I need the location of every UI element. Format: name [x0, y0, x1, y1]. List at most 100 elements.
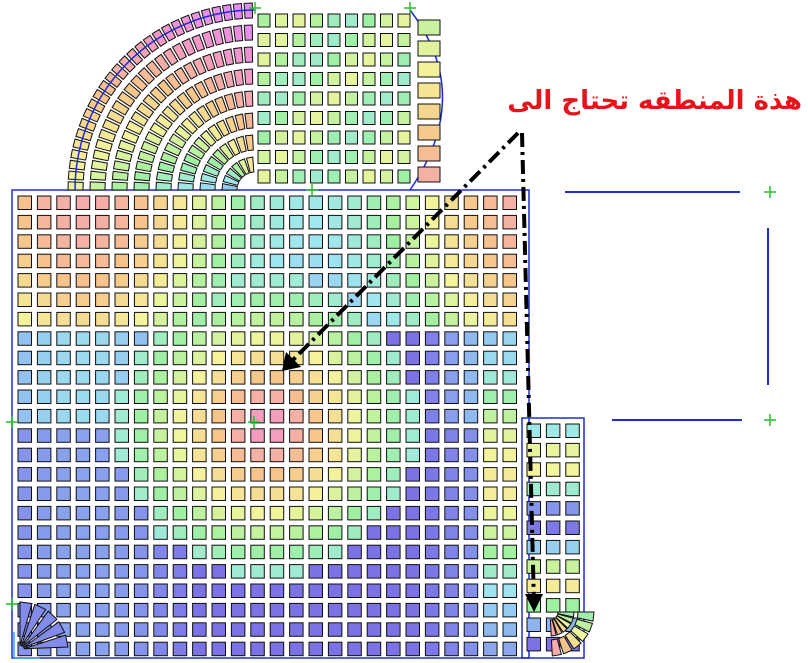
mesh-element: [95, 370, 110, 385]
mesh-element: [269, 350, 285, 366]
mesh-element: [424, 641, 440, 657]
corner-fan-element: [557, 611, 575, 618]
annotation-label: هذة المنطقه تحتاج الى: [507, 86, 802, 116]
mesh-element: [211, 583, 226, 598]
mesh-element: [172, 583, 188, 598]
mesh-element: [502, 622, 517, 637]
mesh-element: [483, 331, 498, 346]
mesh-element: [250, 544, 265, 560]
mesh-element: [424, 195, 440, 210]
mesh-element: [250, 583, 265, 598]
mesh-element: [483, 467, 498, 482]
corner-fan-element: [550, 638, 563, 657]
arc-element: [222, 26, 234, 44]
mesh-element: [483, 214, 498, 230]
mesh-element: [347, 195, 362, 210]
mesh-element: [424, 564, 440, 579]
arc-cap-element: [257, 150, 271, 164]
mesh-element: [366, 525, 382, 540]
mesh-element: [565, 520, 580, 535]
mesh-element: [444, 486, 459, 501]
mesh-element: [17, 292, 32, 307]
mesh-element: [36, 525, 52, 540]
mesh-element: [502, 370, 517, 385]
mesh-element: [56, 292, 71, 307]
mesh-element: [250, 311, 265, 327]
arc-element: [184, 85, 201, 104]
mesh-element: [230, 467, 246, 482]
mesh-element: [75, 428, 91, 443]
mesh-element: [269, 234, 285, 249]
mesh-element: [211, 214, 226, 230]
arc-cap-element: [345, 130, 358, 145]
mesh-element: [230, 583, 246, 598]
mesh-element: [133, 370, 149, 385]
mesh-element: [172, 311, 188, 327]
mesh-element: [133, 408, 149, 424]
mesh-element: [114, 292, 129, 307]
mesh-element: [347, 311, 362, 327]
mesh-element: [327, 583, 343, 598]
mesh-element: [114, 311, 129, 327]
mesh-element: [405, 195, 420, 210]
mesh-element: [269, 486, 285, 501]
arc-cap-element: [310, 111, 323, 125]
arc-element: [244, 112, 254, 130]
mesh-element: [347, 370, 362, 385]
cap-element: [417, 166, 441, 183]
mesh-element: [75, 525, 91, 540]
mesh-element: [347, 234, 362, 249]
mesh-element: [230, 350, 246, 366]
mesh-element: [347, 525, 362, 540]
mesh-element: [250, 564, 265, 579]
mesh-element: [172, 195, 188, 210]
arc-element: [207, 123, 223, 142]
mesh-element: [36, 350, 52, 366]
mesh-element: [308, 214, 323, 230]
arc-element: [133, 171, 151, 182]
mesh-element: [463, 544, 479, 560]
mesh-element: [230, 195, 246, 210]
mesh-element: [75, 583, 91, 598]
arc-element: [125, 120, 144, 136]
mesh-element: [502, 564, 517, 579]
mesh-element: [211, 505, 226, 521]
mesh-element: [153, 486, 168, 501]
mesh-element: [463, 370, 479, 385]
mesh-element: [366, 622, 382, 637]
mesh-element: [483, 370, 498, 385]
mesh-element: [133, 253, 149, 269]
mesh-element: [211, 273, 226, 288]
arc-cap-element: [275, 91, 288, 106]
mesh-element: [192, 583, 207, 598]
mesh-element: [424, 370, 440, 385]
mesh-element: [95, 428, 110, 443]
mesh-element: [75, 408, 91, 424]
mesh-element: [56, 505, 71, 521]
arc-cap-element: [292, 111, 306, 125]
mesh-element: [192, 389, 207, 404]
mesh-element: [386, 292, 401, 307]
arc-element: [123, 82, 142, 100]
arc-element: [156, 79, 174, 97]
arc-cap-element: [327, 130, 341, 145]
mesh-element: [327, 525, 343, 540]
corner-fan-element: [556, 613, 574, 624]
arc-element: [163, 142, 182, 157]
mesh-element: [444, 350, 459, 366]
mesh-element: [211, 467, 226, 482]
mesh-element: [192, 311, 207, 327]
mesh-element: [36, 583, 52, 598]
mesh-element: [565, 539, 580, 555]
mesh-element: [153, 602, 168, 618]
mesh-element: [347, 214, 362, 230]
cap-element: [417, 40, 441, 57]
mesh-element: [56, 253, 71, 269]
mesh-element: [153, 311, 168, 327]
mesh-element: [545, 520, 561, 535]
mesh-element: [56, 389, 71, 404]
mesh-element: [424, 428, 440, 443]
mesh-element: [192, 525, 207, 540]
mesh-element: [211, 408, 226, 424]
